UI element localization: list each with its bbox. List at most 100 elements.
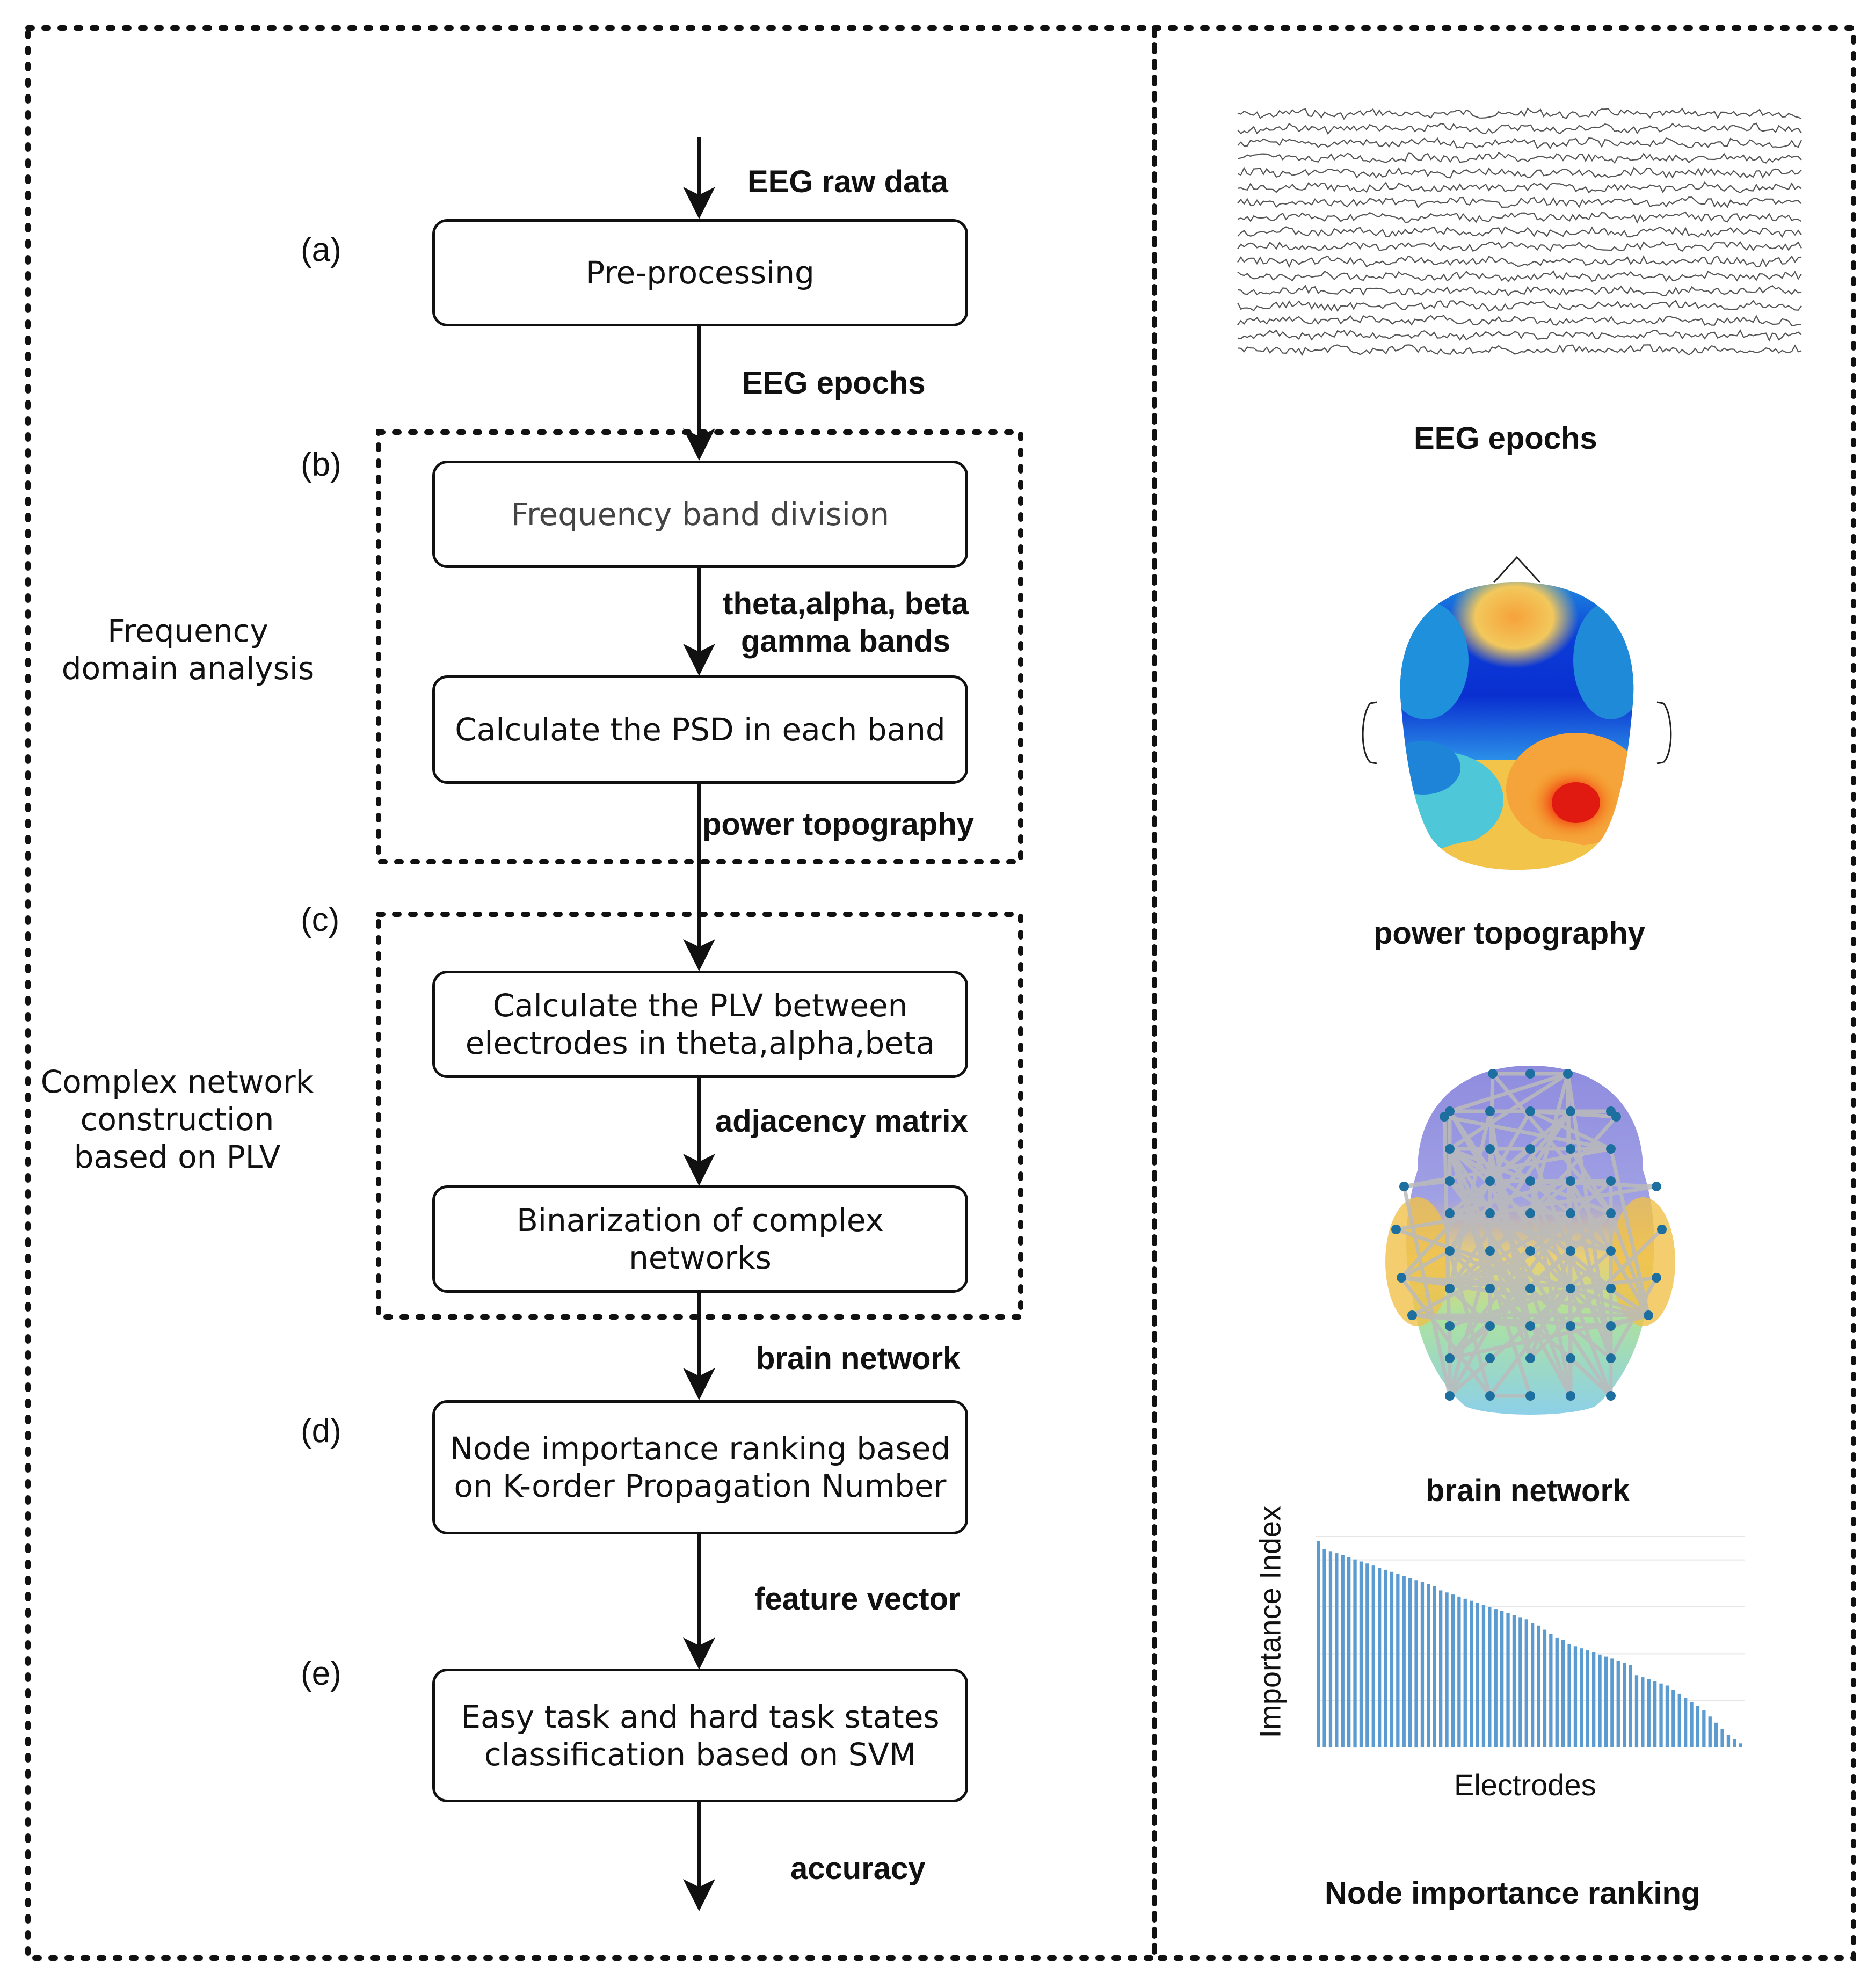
network-edge [1448,1287,1492,1328]
importance-bar [1322,1549,1326,1747]
eeg-trace [1237,300,1802,312]
network-node [1485,1246,1495,1256]
importance-bar [1653,1681,1657,1747]
network-node [1566,1144,1575,1154]
network-edge [1488,1212,1612,1328]
importance-bar [1396,1574,1400,1747]
network-node [1397,1273,1406,1283]
importance-bar [1702,1710,1706,1747]
importance-bar [1524,1619,1528,1747]
group-label-network: Complex network construction based on PL… [40,1064,314,1175]
network-edge [1610,1313,1649,1328]
network-edge [1566,1073,1613,1359]
network-node [1525,1391,1535,1401]
network-edge [1488,1212,1572,1328]
importance-bar [1384,1569,1387,1747]
network-edge [1400,1276,1492,1397]
network-node [1445,1321,1455,1331]
binarization-box: Binarization of complex networks [432,1185,968,1293]
eeg-trace [1237,315,1802,326]
network-node [1566,1353,1575,1363]
eeg-trace [1237,241,1802,252]
importance-chart [1316,1536,1745,1748]
node-ranking-box: Node importance ranking based on K-order… [432,1400,968,1534]
caption-eeg-epochs: EEG epochs [1414,421,1597,456]
network-node [1566,1208,1575,1218]
svm-classification-box: Easy task and hard task states classific… [432,1669,968,1802]
network-node [1525,1069,1535,1079]
importance-bar [1476,1603,1479,1747]
network-node [1566,1106,1575,1116]
importance-bar [1592,1652,1596,1747]
eeg-trace [1237,166,1802,179]
eeg-trace [1237,270,1802,282]
network-node [1606,1284,1616,1293]
network-edge [1442,1116,1452,1359]
importance-bar [1402,1576,1406,1747]
eeg-trace [1237,152,1802,164]
network-edge [1529,1109,1612,1151]
network-edge [1529,1115,1618,1215]
network-edge [1570,1276,1657,1291]
eeg-trace [1237,329,1802,342]
plv-box: Calculate the PLV between electrodes in … [432,971,968,1078]
network-node [1525,1246,1535,1256]
network-node [1566,1246,1575,1256]
network-node [1445,1391,1455,1401]
network-node [1606,1246,1616,1256]
network-node [1566,1176,1575,1186]
network-node [1485,1144,1495,1154]
step-letter-e: (e) [301,1655,341,1692]
importance-bar [1720,1729,1724,1747]
left-ear-icon [1362,701,1377,764]
network-edge [1448,1148,1532,1327]
right-ear-icon [1656,701,1672,764]
input-label: EEG raw data [747,164,948,199]
network-node [1525,1144,1535,1154]
network-edge [1404,1179,1450,1189]
network-edge [1444,1115,1611,1151]
importance-bar [1433,1586,1436,1747]
network-node [1440,1112,1449,1122]
network-edge [1529,1179,1612,1215]
importance-bar [1506,1613,1510,1748]
network-node [1391,1225,1401,1234]
network-edge [1396,1184,1657,1232]
network-node [1525,1106,1535,1116]
network-node [1445,1176,1455,1186]
network-node [1485,1106,1495,1116]
network-edge [1448,1110,1572,1252]
network-node [1657,1225,1667,1234]
network-edge [1448,1325,1492,1397]
network-node [1611,1112,1621,1122]
group-label-frequency: Frequency domain analysis [61,613,315,687]
importance-bar [1408,1578,1412,1747]
importance-bar [1439,1590,1443,1747]
power-topography-image [1362,556,1672,870]
network-edge [1448,1324,1492,1360]
importance-bar [1543,1629,1547,1747]
importance-bar [1610,1658,1614,1747]
network-node [1485,1176,1495,1186]
output-label-epochs: EEG epochs [742,366,926,400]
importance-bar [1726,1735,1731,1747]
network-edge [1609,1212,1651,1316]
caption-power-topography: power topography [1373,916,1645,951]
importance-bar [1463,1598,1467,1747]
importance-bar [1567,1644,1571,1747]
importance-bar [1739,1743,1742,1747]
network-edge [1609,1148,1651,1316]
importance-bar [1470,1600,1473,1747]
network-node [1485,1208,1495,1218]
network-node [1525,1284,1535,1293]
eeg-trace [1237,226,1802,238]
importance-bar [1414,1580,1418,1748]
importance-bar [1549,1634,1553,1748]
network-node [1445,1246,1455,1256]
network-edge [1448,1110,1572,1290]
preprocessing-box: Pre-processing [432,219,968,326]
output-label-brain-network: brain network [756,1341,961,1376]
importance-bar [1671,1690,1675,1747]
step-letter-c: (c) [301,901,340,938]
network-node [1525,1176,1535,1186]
